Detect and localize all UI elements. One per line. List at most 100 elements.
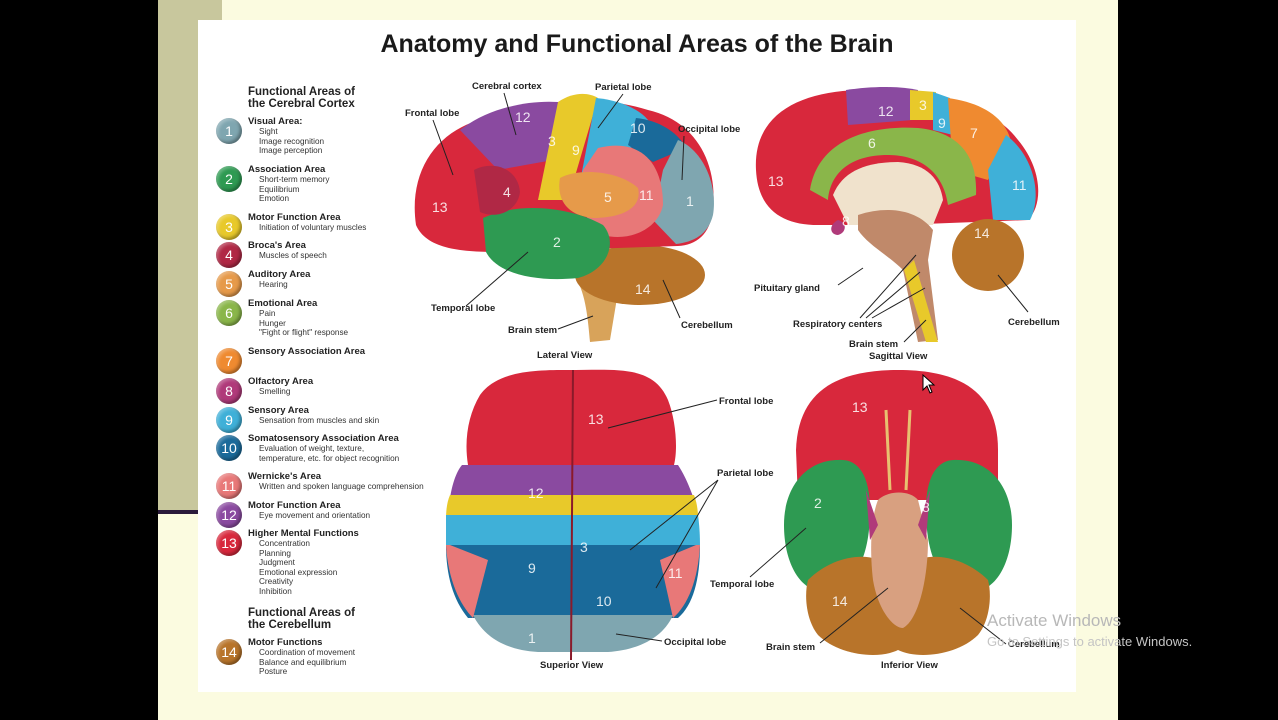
svg-text:9: 9 [528,560,536,576]
svg-text:8: 8 [842,213,850,229]
legend-name: Sensory Association Area [248,346,366,357]
label-sagittal-respiratory-centers: Respiratory centers [793,319,882,330]
legend-name: Motor Functions [248,637,323,648]
label-sagittal-brain-stem: Brain stem [849,339,898,350]
label-lateral-occipital-lobe: Occipital lobe [678,124,740,135]
lateral-area-5 [559,172,639,218]
mouse-pointer-icon [922,374,936,394]
label-lateral-cerebral-cortex: Cerebral cortex [472,81,542,92]
cerebellum-legend-title: Functional Areas of the Cerebellum [248,607,355,631]
legend-name: Sensory Area [248,405,309,416]
legend-badge-10: 10 [216,435,242,461]
svg-text:14: 14 [832,593,848,609]
sagittal-area-6 [810,127,977,205]
label-superior-occipital-lobe: Occipital lobe [664,637,726,648]
svg-text:10: 10 [596,593,612,609]
label-lateral-temporal-lobe: Temporal lobe [431,303,495,314]
svg-text:3: 3 [919,97,927,113]
label-inferior-brain-stem: Brain stem [766,642,815,653]
superior-frontal-area-13 [466,369,676,465]
label-sagittal-pituitary-gland: Pituitary gland [754,283,820,294]
legend-description: Pain Hunger "Fight or flight" response [259,309,349,338]
svg-text:11: 11 [668,565,683,581]
label-superior-parietal-lobe: Parietal lobe [717,468,774,479]
legend-description: Muscles of speech [259,251,327,260]
label-inferior-view: Inferior View [881,660,938,671]
legend-badge-5: 5 [216,271,242,297]
svg-text:9: 9 [938,115,946,131]
legend-badge-14: 14 [216,639,242,665]
poster-title: Anatomy and Functional Areas of the Brai… [380,30,894,58]
sagittal-cerebellum [952,219,1024,291]
svg-text:12: 12 [878,103,894,119]
label-lateral-cerebellum: Cerebellum [681,320,733,331]
label-sagittal-cerebellum: Cerebellum [1008,317,1060,328]
legend-description: Smelling [259,387,291,396]
legend-description: Sensation from muscles and skin [259,416,380,425]
legend-badge-1: 1 [216,118,242,144]
lateral-area-1 [653,140,714,244]
sagittal-area-11 [988,135,1036,220]
svg-text:1: 1 [686,193,694,209]
legend-description: Coordination of movement Balance and equ… [259,648,356,677]
legend-name: Emotional Area [248,298,318,309]
legend-name: Wernicke's Area [248,471,322,482]
legend-badge-7: 7 [216,348,242,374]
brain-poster: Anatomy and Functional Areas of the Brai… [198,20,1076,692]
cortex-legend-title: Functional Areas of the Cerebral Cortex [248,86,355,110]
legend-description: Written and spoken language comprehensio… [259,482,424,491]
legend-description: Sight Image recognition Image perception [259,127,325,156]
inferior-view-diagram: 132 814 Temporal lobe Brain stem Cerebel… [710,370,1060,671]
legend-description: Initiation of voluntary muscles [259,223,367,232]
legend-badge-4: 4 [216,242,242,268]
legend-name: Auditory Area [248,269,311,280]
lateral-area-12 [460,101,558,170]
legend-name: Broca's Area [248,240,306,251]
label-inferior-cerebellum: Cerebellum [1008,639,1060,650]
label-sagittal-view: Sagittal View [869,351,928,362]
label-lateral-parietal-lobe: Parietal lobe [595,82,652,93]
activate-windows-subtitle: Go to Settings to activate Windows. [987,634,1193,649]
svg-text:6: 6 [868,135,876,151]
svg-text:2: 2 [553,234,561,250]
inferior-brain-stem [871,492,928,628]
legend-name: Motor Function Area [248,500,341,511]
svg-text:14: 14 [974,225,990,241]
legend-name: Motor Function Area [248,212,341,223]
superior-area-1 [473,615,673,652]
svg-text:10: 10 [630,120,646,136]
label-lateral-brain-stem: Brain stem [508,325,557,336]
legend-description: Hearing [259,280,288,289]
legend-badge-2: 2 [216,166,242,192]
label-superior-view: Superior View [540,660,604,671]
legend-badge-8: 8 [216,378,242,404]
legend-description: Eye movement and orientation [259,511,371,520]
svg-text:12: 12 [528,485,544,501]
svg-text:11: 11 [639,187,654,203]
svg-text:13: 13 [852,399,868,415]
legend-description: Short-term memory Equilibrium Emotion [259,175,330,204]
svg-text:3: 3 [580,539,588,555]
svg-text:13: 13 [432,199,448,215]
label-superior-frontal-lobe: Frontal lobe [719,396,773,407]
legend-badge-9: 9 [216,407,242,433]
activate-windows-title: Activate Windows [987,611,1122,630]
lateral-area-10 [628,118,686,162]
svg-text:1: 1 [528,630,536,646]
legend-badge-6: 6 [216,300,242,326]
legend-badge-13: 13 [216,530,242,556]
lateral-area-4 [474,165,520,215]
legend-name: Somatosensory Association Area [248,433,399,444]
svg-text:3: 3 [548,133,556,149]
label-inferior-temporal-lobe: Temporal lobe [710,579,774,590]
lateral-area-2 [483,208,610,280]
svg-text:9: 9 [572,142,580,158]
svg-text:7: 7 [970,125,978,141]
svg-text:4: 4 [503,184,511,200]
superior-area-9 [446,515,700,550]
svg-text:5: 5 [604,189,612,205]
